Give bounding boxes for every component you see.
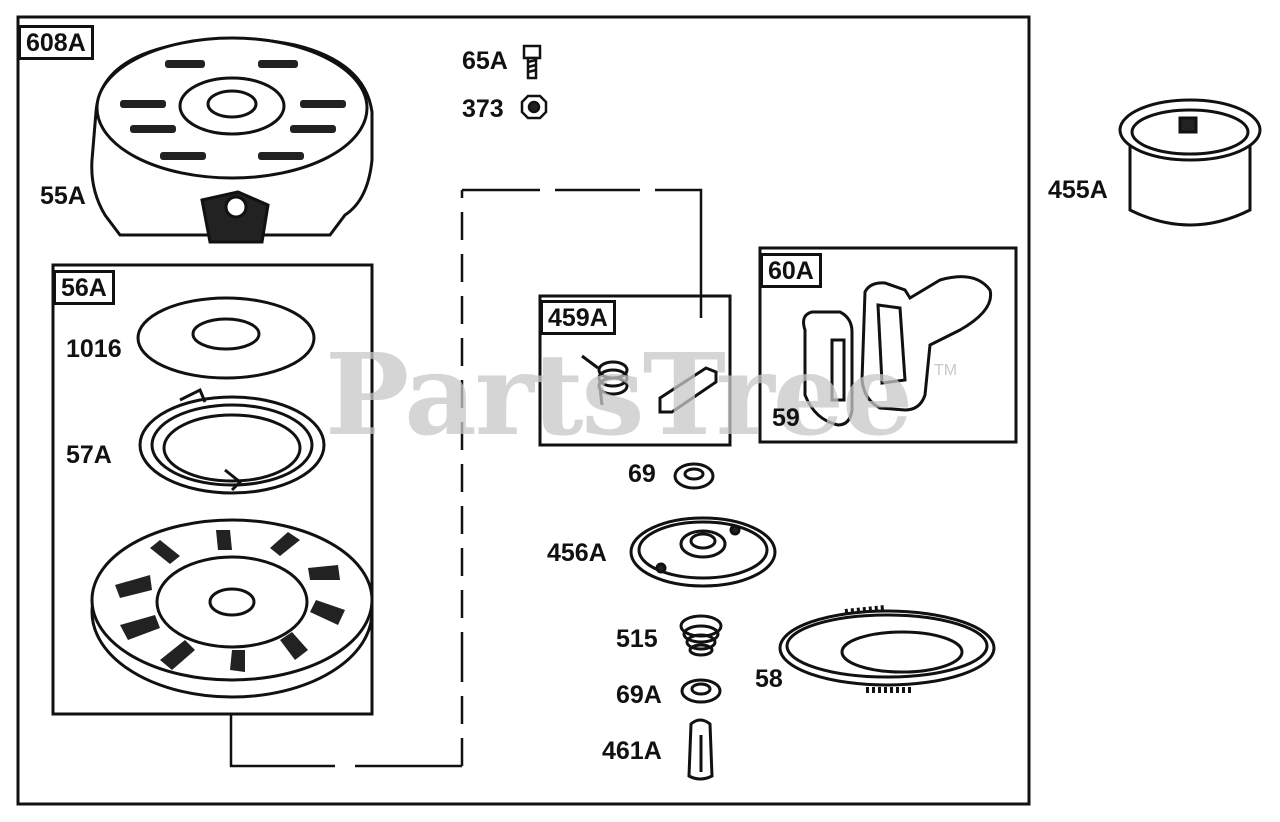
label-part-456a[interactable]: 456A: [547, 539, 607, 567]
connector-lines: [229, 188, 703, 768]
washer-69a-drawing: [680, 678, 722, 704]
label-part-59[interactable]: 59: [772, 404, 800, 432]
label-part-57a[interactable]: 57A: [66, 441, 112, 469]
label-group-60a[interactable]: 60A: [760, 253, 822, 289]
screw-65a-drawing: [522, 44, 542, 80]
pawl-drawing: [658, 366, 718, 414]
label-part-455a[interactable]: 455A: [1048, 176, 1108, 204]
cup-455a-drawing: [1118, 98, 1262, 227]
spring-57a-drawing: [138, 387, 326, 495]
housing-slots: [120, 60, 346, 160]
retainer-drawing: [629, 516, 777, 588]
nut-373-drawing: [520, 94, 548, 120]
label-part-69a[interactable]: 69A: [616, 681, 662, 709]
label-group-459a[interactable]: 459A: [540, 300, 616, 336]
pawl-spring-drawing: [581, 354, 629, 406]
pulley-group-frame: [51, 263, 374, 716]
label-part-55a[interactable]: 55A: [40, 182, 86, 210]
label-part-65a[interactable]: 65A: [462, 47, 508, 75]
housing-drawing: [90, 36, 374, 244]
handle-group-frame: [758, 246, 1018, 444]
label-part-69[interactable]: 69: [628, 460, 656, 488]
label-part-58[interactable]: 58: [755, 665, 783, 693]
label-group-56a[interactable]: 56A: [53, 270, 115, 306]
watermark: PartsTree: [325, 330, 913, 461]
trademark-mark: TM: [934, 362, 958, 379]
pulley-vanes: [115, 530, 345, 672]
spring-515-drawing: [679, 614, 723, 657]
label-group-608a[interactable]: 608A: [18, 25, 94, 61]
label-part-373[interactable]: 373: [462, 95, 504, 123]
label-part-461a[interactable]: 461A: [602, 737, 662, 765]
handle-drawing: [802, 275, 993, 427]
washer-69-drawing: [673, 462, 715, 490]
rope-drawing: [778, 605, 996, 693]
pin-461a-drawing: [687, 718, 714, 781]
washer-1016-drawing: [136, 296, 316, 380]
label-part-1016[interactable]: 1016: [66, 335, 122, 363]
pawl-group-frame: [538, 294, 732, 447]
label-part-515[interactable]: 515: [616, 625, 658, 653]
assembly-frame: [16, 15, 1031, 806]
